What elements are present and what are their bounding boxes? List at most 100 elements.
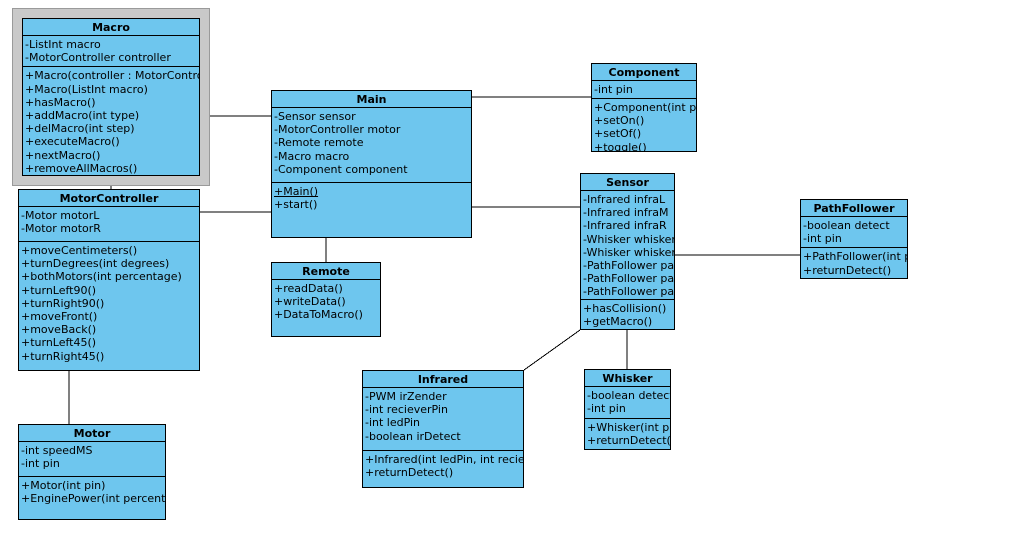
- uml-methods-motorcontroller: +moveCentimeters()+turnDegrees(int degre…: [19, 241, 199, 370]
- uml-attribute: -PathFollower pathR: [583, 285, 674, 299]
- uml-attribute: -Whisker whiskerL: [583, 232, 674, 246]
- uml-class-macro[interactable]: Macro -ListInt macro-MotorController cont…: [22, 18, 200, 176]
- uml-attributes-component: -int pin: [592, 81, 696, 98]
- uml-methods-remote: +readData()+writeData()+DataToMacro(): [272, 280, 380, 336]
- uml-method: +Whisker(int pin): [587, 420, 670, 434]
- uml-methods-pathfollower: +PathFollower(int pin)+returnDetect(): [801, 247, 907, 278]
- uml-methods-sensor: +hasCollision()+getMacro(): [581, 299, 674, 329]
- uml-method: +PathFollower(int pin): [803, 250, 907, 264]
- uml-method: +addMacro(int type): [25, 109, 140, 123]
- uml-method: +turnLeft90(): [21, 283, 97, 297]
- uml-methods-infrared: +Infrared(int ledPin, int recieverPin)+r…: [363, 450, 523, 487]
- uml-methods-motor: +Motor(int pin)+EnginePower(int percenta…: [19, 476, 165, 519]
- uml-method: +Main(): [274, 185, 319, 198]
- uml-method: +Macro(controller : MotorController): [25, 69, 199, 83]
- uml-methods-macro: +Macro(controller : MotorController)+Mac…: [23, 66, 199, 175]
- uml-method: +setOn(): [594, 114, 645, 128]
- uml-attribute: -boolean detect: [803, 219, 890, 232]
- uml-method: +readData(): [274, 282, 343, 295]
- uml-attribute: -Whisker whiskerR: [583, 245, 674, 259]
- uml-method: +executeMacro(): [25, 135, 120, 149]
- uml-method: +returnDetect(): [803, 263, 892, 277]
- uml-attributes-sensor: -Infrared infraL-Infrared infraM-Infrare…: [581, 191, 674, 299]
- uml-method: +Motor(int pin): [21, 479, 106, 492]
- uml-method: +turnLeft45(): [21, 336, 97, 350]
- uml-method: +Component(int pin): [594, 101, 696, 114]
- uml-attribute: -int recieverPin: [365, 403, 448, 417]
- uml-class-name-infrared: Infrared: [363, 371, 523, 388]
- uml-method: +setOf(): [594, 127, 642, 141]
- uml-method: +nextMacro(): [25, 148, 101, 162]
- uml-method: +toggle(): [594, 140, 647, 152]
- uml-attribute: -Sensor sensor: [274, 110, 356, 123]
- uml-class-remote[interactable]: Remote+readData()+writeData()+DataToMacr…: [271, 262, 381, 337]
- uml-method: +turnRight45(): [21, 349, 105, 363]
- uml-class-name-sensor: Sensor: [581, 174, 674, 191]
- uml-attribute: -int ledPin: [365, 416, 421, 430]
- uml-attribute: -Remote remote: [274, 136, 364, 150]
- uml-attribute: -Infrared infraR: [583, 219, 667, 233]
- uml-attribute: -int pin: [587, 402, 626, 416]
- uml-method: +getMacro(): [583, 315, 653, 329]
- uml-class-motorcontroller[interactable]: MotorController-Motor motorL-Motor motor…: [18, 189, 200, 371]
- uml-attribute: -Motor motorR: [21, 222, 101, 236]
- uml-attribute: -Macro macro: [274, 149, 350, 163]
- uml-method: +moveFront(): [21, 310, 98, 324]
- uml-attribute: -PathFollower pathL: [583, 259, 674, 273]
- uml-method: +start(): [274, 198, 318, 212]
- uml-methods-component: +Component(int pin)+setOn()+setOf()+togg…: [592, 98, 696, 152]
- uml-class-infrared[interactable]: Infrared-PWM irZender-int recieverPin-in…: [362, 370, 524, 488]
- uml-attributes-main: -Sensor sensor-MotorController motor-Rem…: [272, 108, 471, 182]
- uml-method: +returnDetect(): [365, 466, 454, 480]
- uml-class-name-remote: Remote: [272, 263, 380, 280]
- uml-method: +bothMotors(int percentage): [21, 270, 182, 284]
- uml-attribute: -Component component: [274, 162, 408, 176]
- uml-attribute: -MotorController controller: [25, 51, 171, 65]
- uml-method: +DataToMacro(): [274, 308, 363, 322]
- connector-sensor-infrared[interactable]: [523, 329, 581, 371]
- uml-method: +hasMacro(): [25, 95, 96, 109]
- uml-attributes-pathfollower: -boolean detect-int pin: [801, 217, 907, 247]
- uml-method: +returnDetect(): [587, 433, 670, 447]
- uml-attribute: -int pin: [21, 457, 60, 471]
- uml-attribute: -PWM irZender: [365, 390, 447, 403]
- uml-method: +Infrared(int ledPin, int recieverPin): [365, 453, 523, 466]
- uml-attributes-motorcontroller: -Motor motorL-Motor motorR: [19, 207, 199, 241]
- uml-method: +writeData(): [274, 295, 346, 309]
- uml-class-name-whisker: Whisker: [585, 370, 670, 387]
- uml-attribute: -int pin: [594, 83, 633, 96]
- uml-method: +moveCentimeters(): [21, 244, 138, 257]
- uml-class-name-component: Component: [592, 64, 696, 81]
- uml-method: +delMacro(int step): [25, 122, 135, 136]
- uml-method: +turnDegrees(int degrees): [21, 257, 170, 271]
- uml-class-name-macro: Macro: [23, 19, 199, 36]
- uml-class-name-motorcontroller: MotorController: [19, 190, 199, 207]
- uml-class-sensor[interactable]: Sensor-Infrared infraL-Infrared infraM-I…: [580, 173, 675, 330]
- uml-class-motor[interactable]: Motor-int speedMS-int pin+Motor(int pin)…: [18, 424, 166, 520]
- uml-attribute: -boolean detect: [587, 389, 670, 402]
- uml-class-whisker[interactable]: Whisker-boolean detect-int pin+Whisker(i…: [584, 369, 671, 450]
- uml-method: +hasCollision(): [583, 302, 667, 315]
- uml-methods-main: +Main()+start(): [272, 182, 471, 237]
- uml-attributes-infrared: -PWM irZender-int recieverPin-int ledPin…: [363, 388, 523, 450]
- uml-attribute: -int speedMS: [21, 444, 93, 457]
- uml-method: +Macro(ListInt macro): [25, 82, 148, 96]
- uml-class-main[interactable]: Main-Sensor sensor-MotorController motor…: [271, 90, 472, 238]
- uml-class-pathfollower[interactable]: PathFollower-boolean detect-int pin+Path…: [800, 199, 908, 279]
- uml-method: +EnginePower(int percentage): [21, 492, 165, 506]
- uml-method: +turnRight90(): [21, 296, 105, 310]
- uml-attribute: -boolean irDetect: [365, 429, 461, 443]
- uml-attribute: -Motor motorL: [21, 209, 100, 222]
- uml-attribute: -ListInt macro: [25, 38, 101, 51]
- uml-attribute: -Infrared infraL: [583, 193, 666, 206]
- uml-class-name-main: Main: [272, 91, 471, 108]
- uml-methods-whisker: +Whisker(int pin)+returnDetect(): [585, 417, 670, 449]
- uml-attributes-motor: -int speedMS-int pin: [19, 442, 165, 476]
- uml-method: +moveBack(): [21, 323, 97, 337]
- uml-class-name-motor: Motor: [19, 425, 165, 442]
- uml-attribute: -Infrared infraM: [583, 206, 669, 220]
- uml-attributes-whisker: -boolean detect-int pin: [585, 387, 670, 418]
- uml-class-component[interactable]: Component-int pin+Component(int pin)+set…: [591, 63, 697, 152]
- uml-attribute: -int pin: [803, 232, 842, 246]
- uml-class-name-pathfollower: PathFollower: [801, 200, 907, 217]
